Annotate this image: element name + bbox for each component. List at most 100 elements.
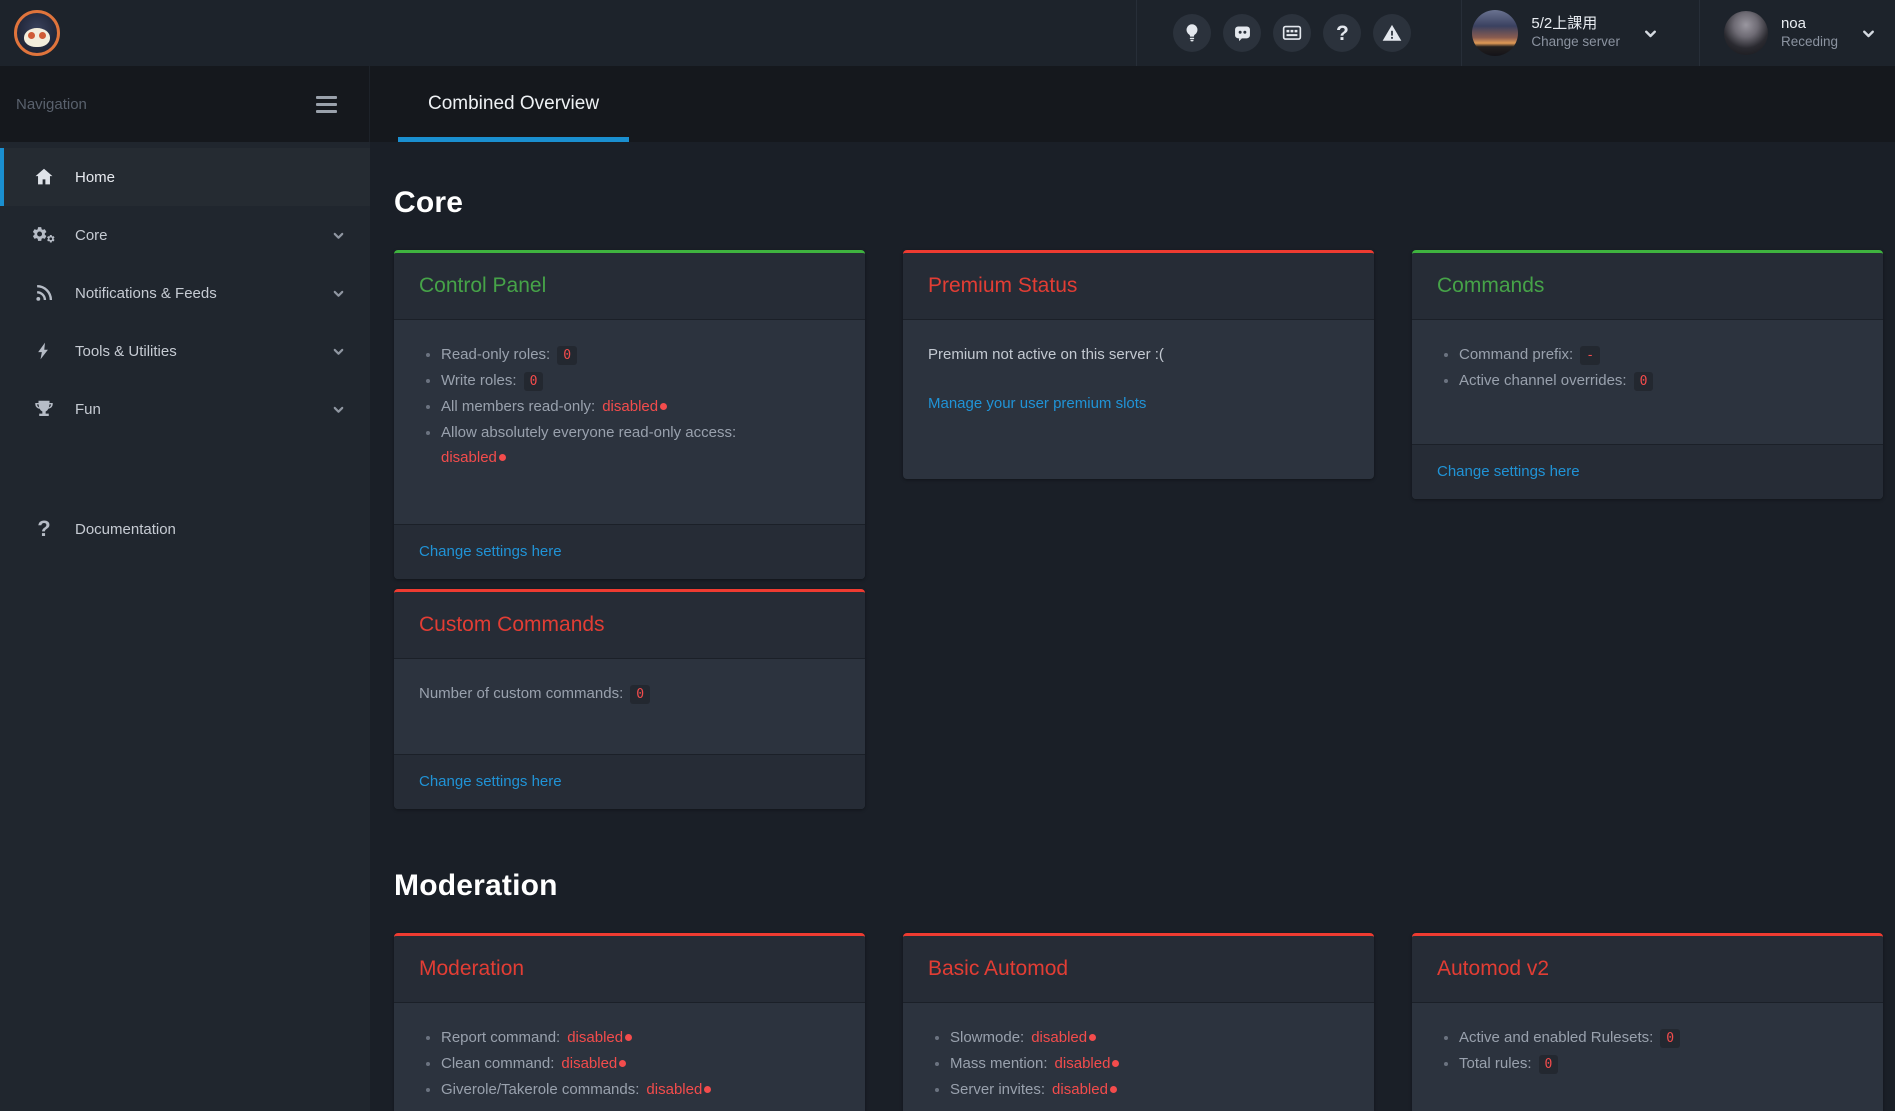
card-footer: Change settings here (394, 524, 865, 579)
card-title: Custom Commands (419, 613, 605, 636)
item-label: Write roles: (441, 372, 517, 389)
card-title: Moderation (419, 957, 525, 980)
card-title: Automod v2 (1437, 957, 1550, 980)
navbar-icon-group: ? (1137, 14, 1461, 52)
status-dot (660, 403, 668, 410)
discord-icon[interactable] (1223, 14, 1262, 52)
value-code: 0 (630, 685, 651, 704)
value-flag-wrap: disabled (1055, 1055, 1120, 1072)
premium-slots-link[interactable]: Manage your user premium slots (928, 395, 1147, 412)
navigation-label: Navigation (16, 95, 87, 113)
card-line: Number of custom commands:0 (419, 685, 840, 704)
item-label: Slowmode: (950, 1029, 1025, 1046)
card-commands: CommandsCommand prefix:-Active channel o… (1412, 250, 1883, 499)
yagpdb-logo[interactable] (14, 10, 60, 56)
tab-combined-overview[interactable]: Combined Overview (398, 66, 630, 142)
item-label: Read-only roles: (441, 346, 551, 363)
card-list: Report command:disabledClean command:dis… (419, 1029, 840, 1098)
status-dot (704, 1086, 712, 1093)
gears-icon (30, 223, 58, 247)
server-name: 5/2上課用 (1531, 15, 1598, 33)
sidebar-item-fun[interactable]: Fun (0, 380, 370, 438)
cards-grid: Control PanelRead-only roles:0Write role… (394, 250, 1883, 809)
sidebar-item-notifications-feeds[interactable]: Notifications & Feeds (0, 264, 370, 322)
change-settings-link[interactable]: Change settings here (1437, 463, 1580, 480)
value-flag-wrap: disabled (1052, 1081, 1117, 1098)
item-label: Mass mention: (950, 1055, 1048, 1072)
list-item: Command prefix:- (1459, 346, 1858, 365)
sidebar-item-core[interactable]: Core (0, 206, 370, 264)
user-menu[interactable]: noa Receding (1700, 0, 1895, 66)
status-dot (1109, 1086, 1117, 1093)
top-navbar: ? 5/2上課用 Change server noa Receding (0, 0, 1895, 66)
list-item: Total rules:0 (1459, 1055, 1858, 1074)
change-settings-link[interactable]: Change settings here (419, 773, 562, 790)
sidebar-item-label: Core (75, 226, 108, 244)
card-title: Basic Automod (928, 957, 1069, 980)
value-code: 0 (557, 346, 578, 365)
bolt-icon (30, 340, 58, 362)
sidebar-item-documentation[interactable]: ? Documentation (0, 500, 370, 558)
card-body: Active and enabled Rulesets:0Total rules… (1412, 1002, 1883, 1111)
card-title: Commands (1437, 274, 1545, 297)
chevron-down-icon (331, 286, 346, 301)
value-flag-wrap: disabled (441, 449, 840, 466)
chevron-down-icon (1642, 25, 1659, 42)
value-flag-wrap: disabled (1031, 1029, 1097, 1046)
value-flag: disabled (646, 1081, 703, 1098)
sidebar-item-label: Notifications & Feeds (75, 284, 217, 302)
sidebar-header: Navigation (0, 66, 370, 142)
change-settings-link[interactable]: Change settings here (419, 543, 562, 560)
card-body: Command prefix:-Active channel overrides… (1412, 319, 1883, 444)
alert-icon[interactable] (1373, 14, 1412, 52)
chevron-down-icon (331, 344, 346, 359)
list-item: Clean command:disabled (441, 1055, 840, 1072)
status-dot (1112, 1060, 1120, 1067)
user-status: Receding (1780, 33, 1838, 49)
changelog-icon[interactable] (1273, 14, 1312, 52)
value-flag: disabled (561, 1055, 618, 1072)
card-column: Automod v2 Active and enabled Rulesets:0T… (1412, 933, 1883, 1111)
sidebar-item-label: Fun (75, 400, 101, 418)
lightbulb-icon[interactable] (1173, 14, 1212, 52)
question-icon: ? (37, 516, 51, 541)
card-header: Control Panel (394, 253, 865, 319)
card-header: Automod v2 (1412, 936, 1883, 1002)
list-item: Write roles:0 (441, 372, 840, 391)
help-icon[interactable]: ? (1323, 14, 1362, 52)
value-flag: disabled (1031, 1029, 1088, 1046)
card-header: Commands (1412, 253, 1883, 319)
list-item: Giverole/Takerole commands:disabled (441, 1081, 840, 1098)
section-title: Core (394, 186, 464, 219)
card-body: Number of custom commands:0 (394, 658, 865, 754)
card-text: Premium not active on this server :( (928, 346, 1164, 363)
item-label: Allow absolutely everyone read-only acce… (441, 424, 737, 441)
item-label: Total rules: (1459, 1055, 1532, 1072)
sidebar-item-home[interactable]: Home (0, 148, 370, 206)
value-flag-wrap: disabled (602, 398, 668, 415)
card-moderation: ModerationReport command:disabledClean c… (394, 933, 865, 1111)
list-item: Active and enabled Rulesets:0 (1459, 1029, 1858, 1048)
chevron-down-icon (1860, 25, 1877, 42)
hamburger-icon[interactable] (312, 92, 341, 117)
card-footer: Change settings here (394, 754, 865, 809)
navbar-divider (1698, 0, 1700, 66)
sidebar-item-label: Home (75, 168, 116, 186)
home-icon (30, 166, 58, 188)
value-flag-wrap: disabled (561, 1055, 627, 1072)
card-column: Basic AutomodSlowmode:disabledMass menti… (903, 933, 1374, 1111)
server-selector[interactable]: 5/2上課用 Change server (1462, 0, 1699, 66)
navbar-right: ? 5/2上課用 Change server noa Receding (1136, 0, 1895, 66)
card-column: CommandsCommand prefix:-Active channel o… (1412, 250, 1883, 499)
list-item: Read-only roles: 0 (441, 346, 840, 365)
item-label: Report command: (441, 1029, 561, 1046)
card-list: Slowmode:disabledMass mention:disabledSe… (928, 1029, 1349, 1098)
section-moderation: ModerationModerationReport command:disab… (394, 869, 1883, 1111)
section-title: Moderation (394, 869, 558, 902)
question-glyph: ? (1335, 21, 1349, 45)
item-label: All members read-only: (441, 398, 596, 415)
sidebar-item-label: Tools & Utilities (75, 342, 177, 360)
sidebar-item-tools-utilities[interactable]: Tools & Utilities (0, 322, 370, 380)
list-item: Allow absolutely everyone read-only acce… (441, 424, 840, 466)
